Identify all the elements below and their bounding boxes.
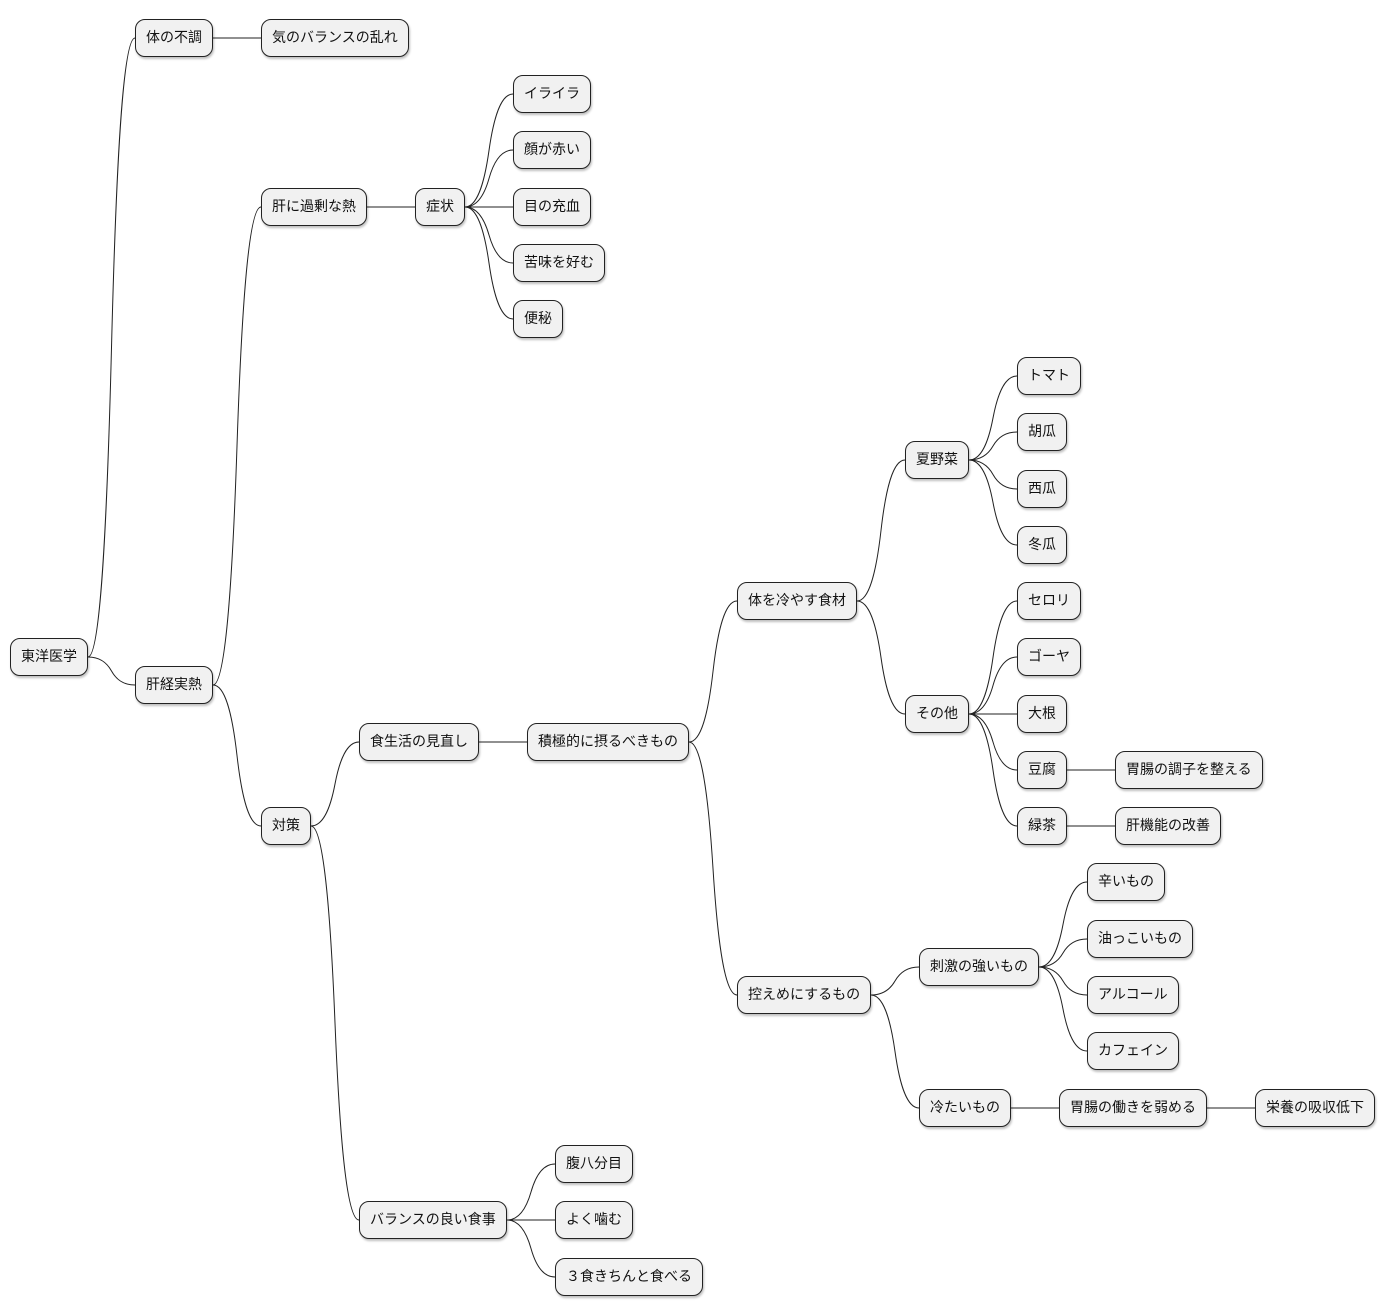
node-eiyo: 栄養の吸収低下 [1255, 1089, 1375, 1127]
edge-hiyasu-natsu [856, 459, 906, 602]
node-root: 東洋医学 [10, 638, 88, 676]
node-shigeki: 刺激の強いもの [919, 948, 1039, 986]
node-shoku: 食生活の見直し [359, 723, 479, 761]
node-tomato: トマト [1017, 357, 1081, 395]
edge-shigeki-alcohol [1038, 966, 1088, 996]
node-me: 目の充血 [513, 188, 591, 226]
edge-shojo-iraira [464, 93, 514, 208]
node-hikaeme: 控えめにするもの [737, 976, 872, 1014]
node-kanki: 肝機能の改善 [1115, 807, 1221, 845]
edge-taisaku-shoku [310, 741, 360, 827]
node-goya: ゴーヤ [1017, 638, 1081, 676]
node-karai: 辛いもの [1087, 863, 1165, 901]
node-iraira: イライラ [513, 75, 591, 113]
edge-natsu-tomato [968, 375, 1018, 461]
node-tofu: 豆腐 [1017, 751, 1067, 789]
node-taisaku: 対策 [261, 807, 311, 845]
edge-shigeki-karai [1038, 881, 1088, 968]
node-nigami: 苦味を好む [513, 244, 605, 282]
node-caffeine: カフェイン [1087, 1032, 1179, 1070]
edge-shojo-benpi [464, 206, 514, 320]
node-kyuri: 胡瓜 [1017, 413, 1067, 451]
edge-balance-sanshoku [506, 1219, 556, 1278]
node-alcohol: アルコール [1087, 976, 1179, 1014]
edge-shigeki-caffeine [1038, 966, 1088, 1052]
edge-balance-hara [506, 1163, 556, 1221]
node-benpi: 便秘 [513, 300, 563, 338]
node-shojo: 症状 [415, 188, 465, 226]
edge-natsu-kyuri [968, 431, 1018, 461]
edge-hiyasu-sonota [856, 600, 906, 715]
node-sekkyoku: 積極的に摂るべきもの [527, 723, 689, 761]
node-sanshoku: ３食きちんと食べる [555, 1258, 703, 1296]
node-togan: 冬瓜 [1017, 526, 1067, 564]
node-tsumetai: 冷たいもの [919, 1089, 1011, 1127]
edge-taisaku-balance [310, 825, 360, 1221]
node-hara: 腹八分目 [555, 1145, 633, 1183]
node-hiyasu: 体を冷やす食材 [737, 582, 857, 620]
edge-hikaeme-tsumetai [870, 994, 920, 1109]
node-fucho: 体の不調 [135, 19, 213, 57]
edge-kankei-taisaku [212, 684, 262, 827]
edge-shojo-nigami [464, 206, 514, 264]
node-balance: バランスの良い食事 [359, 1201, 507, 1239]
node-yoku: よく噛む [555, 1201, 633, 1239]
node-abura: 油っこいもの [1087, 920, 1193, 958]
edge-hikaeme-shigeki [870, 966, 920, 996]
node-kao: 顔が赤い [513, 131, 591, 169]
edge-sonota-goya [968, 656, 1018, 715]
edge-natsu-togan [968, 459, 1018, 546]
node-serori: セロリ [1017, 582, 1081, 620]
edge-shigeki-abura [1038, 938, 1088, 968]
node-daikon: 大根 [1017, 695, 1067, 733]
edge-sonota-ryokucha [968, 713, 1018, 827]
edge-sonota-serori [968, 600, 1018, 715]
edge-sekkyoku-hiyasu [688, 600, 738, 743]
node-kanni: 肝に過剰な熱 [261, 188, 367, 226]
node-suika: 西瓜 [1017, 470, 1067, 508]
edge-sekkyoku-hikaeme [688, 741, 738, 996]
edge-natsu-suika [968, 459, 1018, 490]
node-ki: 気のバランスの乱れ [261, 19, 409, 57]
edge-kankei-kanni [212, 206, 262, 686]
node-yowameru: 胃腸の働きを弱める [1059, 1089, 1207, 1127]
node-kankei: 肝経実熱 [135, 666, 213, 704]
edge-sonota-tofu [968, 713, 1018, 771]
edge-shojo-kao [464, 149, 514, 208]
edge-root-fucho [87, 37, 136, 658]
node-sonota: その他 [905, 695, 969, 733]
edge-root-kankei [87, 656, 136, 686]
node-natsu: 夏野菜 [905, 441, 969, 479]
node-ichou: 胃腸の調子を整える [1115, 751, 1263, 789]
node-ryokucha: 緑茶 [1017, 807, 1067, 845]
